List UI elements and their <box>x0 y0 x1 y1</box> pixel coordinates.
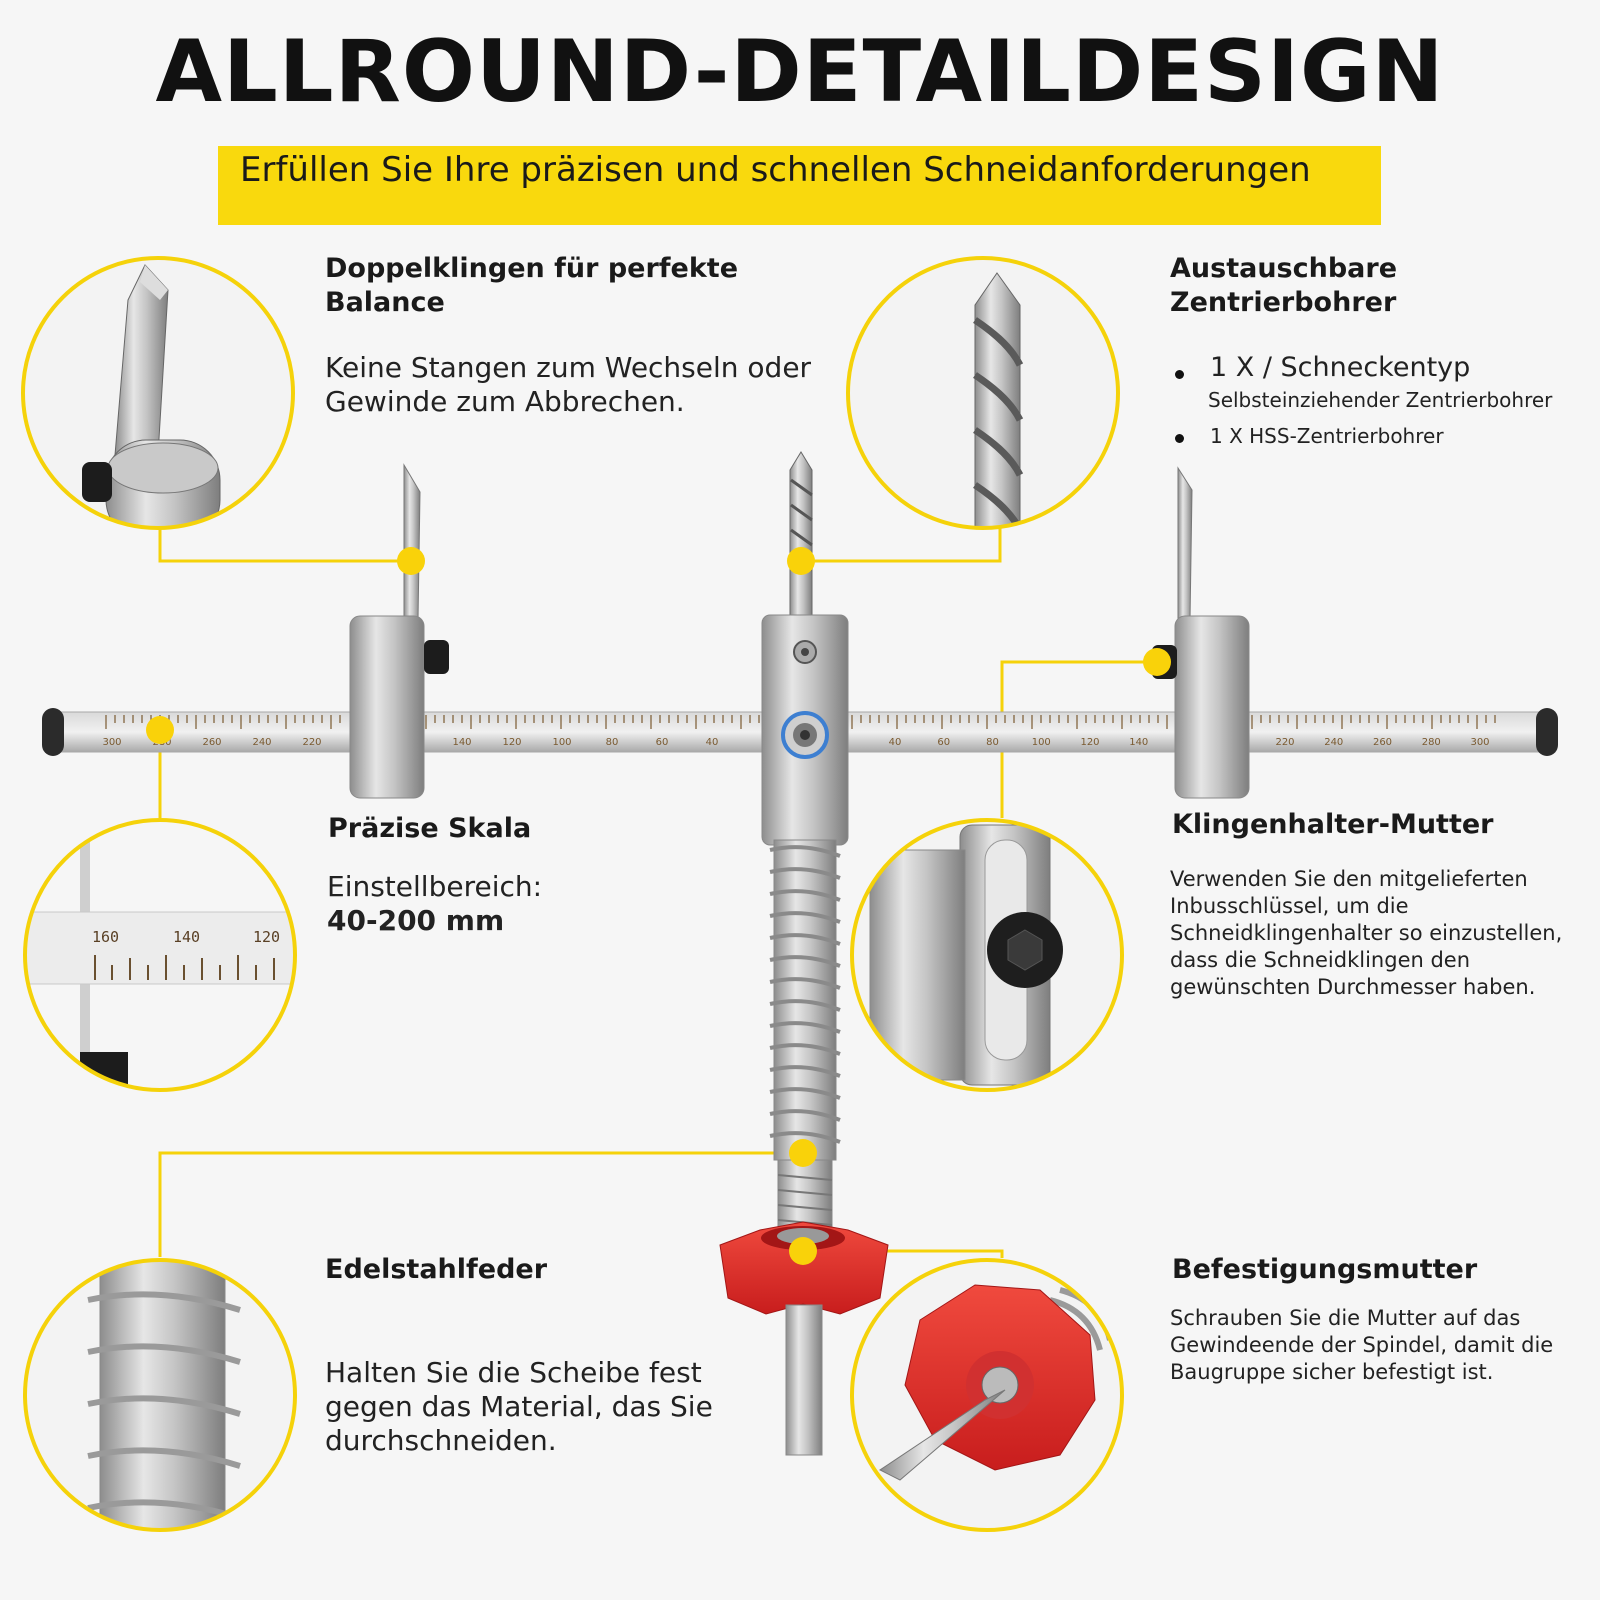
marker-dots <box>146 547 1171 1265</box>
holder-nut-title: Klingenhalter-Mutter <box>1172 809 1494 840</box>
drills-title-line2: Zentrierbohrer <box>1170 287 1397 318</box>
bullet-dot-1 <box>1175 370 1184 379</box>
spring-coil <box>769 977 841 990</box>
blades-text-line1: Keine Stangen zum Wechseln oder <box>325 351 812 384</box>
ruler-label: 100 <box>552 737 571 748</box>
spring-coil <box>769 867 841 880</box>
blades-title-line2: Balance <box>325 287 445 318</box>
spring-title: Edelstahlfeder <box>325 1254 548 1285</box>
red-knob-zoom-icon <box>852 1260 1122 1530</box>
spring-coil <box>769 1021 841 1034</box>
left-blade-holder <box>349 463 449 799</box>
subtitle-banner <box>218 146 1381 225</box>
bullet-dot-2 <box>1175 434 1184 443</box>
drills-bullet1-sub: Selbsteinziehender Zentrierbohrer <box>1208 388 1553 412</box>
ruler-bar: 3002802602402202001601401201008060404060… <box>42 708 1558 756</box>
drills-bullet2: 1 X HSS-Zentrierbohrer <box>1210 424 1444 448</box>
fixing-nut-title: Befestigungsmutter <box>1172 1254 1478 1285</box>
blades-title: Doppelklingen für perfekte Balance <box>325 252 738 320</box>
ruler-label: 100 <box>1032 737 1051 748</box>
ruler-label: 280 <box>1422 737 1441 748</box>
spring-coil <box>769 955 841 968</box>
ruler-label: 140 <box>452 737 471 748</box>
scale-title: Präzise Skala <box>328 813 532 844</box>
ruler-label: 80 <box>986 737 999 748</box>
holder-nut-text: Verwenden Sie den mitgelieferten Inbussc… <box>1170 866 1562 1001</box>
spring-coil <box>769 1131 841 1144</box>
ruler-label: 80 <box>606 737 619 748</box>
spring-coil <box>769 999 841 1012</box>
drills-bullet1-main: 1 X / Schneckentyp <box>1210 352 1471 383</box>
page-title: ALLROUND-DETAILDESIGN <box>155 22 1445 122</box>
spring-coil <box>769 1087 841 1100</box>
ruler-label: 300 <box>102 737 121 748</box>
scale-text-line1: Einstellbereich: <box>327 870 543 903</box>
spring-coil <box>769 1109 841 1122</box>
holder-nut-line: Inbusschlüssel, um die <box>1170 894 1409 918</box>
ruler-label: 140 <box>1129 737 1148 748</box>
scale-text-line2: 40-200 mm <box>327 904 505 937</box>
spring-coil <box>769 889 841 902</box>
spring-coil <box>769 845 841 858</box>
zoom-label-120: 120 <box>253 928 280 946</box>
scale-zoom-icon: 160 140 120 <box>25 820 295 1090</box>
fixing-nut-line: Schrauben Sie die Mutter auf das <box>1170 1306 1521 1330</box>
ruler-label: 40 <box>889 737 902 748</box>
spring-coil <box>769 1043 841 1056</box>
zoom-label-160: 160 <box>92 928 119 946</box>
fixing-nut-line: Baugruppe sicher befestigt ist. <box>1170 1360 1494 1384</box>
ruler-label: 240 <box>1324 737 1343 748</box>
spring-text: Halten Sie die Scheibe fest gegen das Ma… <box>325 1356 713 1458</box>
ruler-label: 220 <box>302 737 321 748</box>
spring-coil <box>769 933 841 946</box>
blade-zoom-icon <box>23 258 293 528</box>
ruler-label: 220 <box>1275 737 1294 748</box>
zoom-label-140: 140 <box>173 928 200 946</box>
ruler-label: 260 <box>1373 737 1392 748</box>
fixing-nut-text: Schrauben Sie die Mutter auf das Gewinde… <box>1170 1305 1553 1386</box>
ruler-label: 60 <box>937 737 950 748</box>
subtitle-text: Erfüllen Sie Ihre präzisen und schnellen… <box>240 150 1311 190</box>
spring-text-line: gegen das Material, das Sie <box>325 1390 713 1423</box>
drills-title: Austauschbare Zentrierbohrer <box>1170 252 1397 320</box>
holder-nut-line: gewünschten Durchmesser haben. <box>1170 975 1536 999</box>
blades-title-line1: Doppelklingen für perfekte <box>325 253 739 284</box>
spring-zoom-icon <box>25 1260 295 1530</box>
blades-text-line2: Gewinde zum Abbrechen. <box>325 385 685 418</box>
ruler-label: 260 <box>202 737 221 748</box>
scale-text: Einstellbereich: 40-200 mm <box>327 870 542 938</box>
drill-bit-zoom-icon <box>848 258 1118 528</box>
fixing-nut-line: Gewindeende der Spindel, damit die <box>1170 1333 1554 1357</box>
holder-nut-line: dass die Schneidklingen den <box>1170 948 1471 972</box>
blades-text: Keine Stangen zum Wechseln oder Gewinde … <box>325 351 811 419</box>
center-drill <box>789 451 813 621</box>
ruler-label: 240 <box>252 737 271 748</box>
spring-text-line: durchschneiden. <box>325 1424 557 1457</box>
spring-text-line: Halten Sie die Scheibe fest <box>325 1356 702 1389</box>
ruler-label: 300 <box>1470 737 1489 748</box>
drills-title-line1: Austauschbare <box>1170 253 1398 284</box>
ruler-label: 120 <box>1080 737 1099 748</box>
ruler-label: 40 <box>706 737 719 748</box>
holder-nut-line: Schneidklingenhalter so einzustellen, <box>1170 921 1563 945</box>
ruler-label: 120 <box>502 737 521 748</box>
ruler-label: 60 <box>656 737 669 748</box>
holder-nut-line: Verwenden Sie den mitgelieferten <box>1170 867 1528 891</box>
spring-coil <box>769 1065 841 1078</box>
spring-coil <box>769 911 841 924</box>
